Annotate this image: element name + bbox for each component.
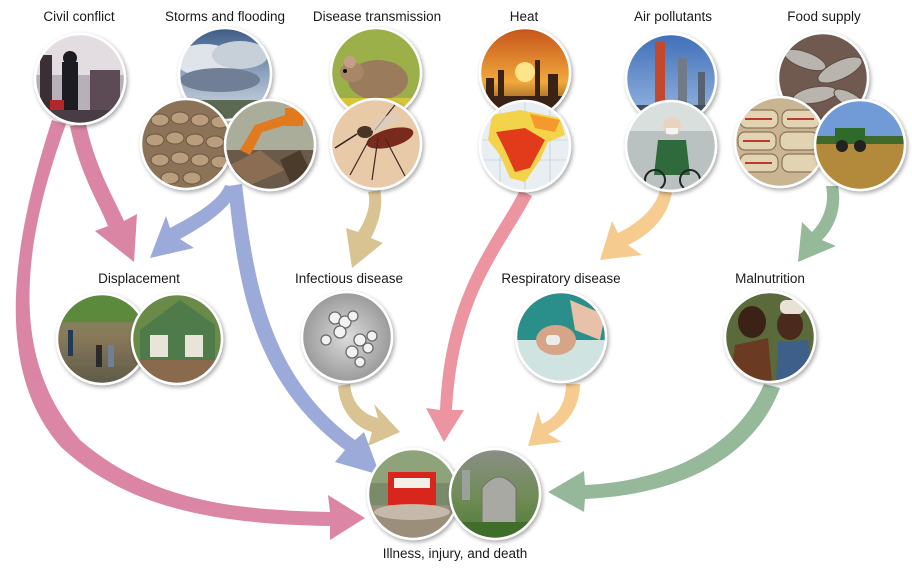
arrow-disease-to-infectious [346,190,383,268]
arrow-malnutrition-to-illness [548,384,780,512]
arrow-air-to-respiratory [600,190,672,260]
oxygen-patient-photo [514,290,608,384]
arrow-respiratory-to-illness [528,384,580,446]
heat-map-photo [478,99,572,193]
label-storms-and-flooding: Storms and flooding [164,9,286,24]
label-air-pollutants: Air pollutants [633,9,713,24]
arrow-civil-to-displacement [70,124,137,262]
damaged-house-photo [130,292,224,386]
malnourished-people-photo [723,290,817,384]
label-displacement: Displacement [98,271,180,286]
label-food-supply: Food supply [787,9,861,24]
arrow-storms-to-displacement [150,185,238,258]
label-malnutrition: Malnutrition [735,271,805,286]
microbe-cells-photo [300,290,394,384]
excavator-photo [223,98,317,192]
label-civil-conflict: Civil conflict [43,9,115,24]
gravestone-photo [448,447,542,541]
arrow-infectious-to-illness [338,384,400,446]
label-respiratory-disease: Respiratory disease [501,271,621,286]
mosquito-photo [329,97,423,191]
label-disease-transmission: Disease transmission [312,9,442,24]
arrow-heat-to-illness [426,190,532,442]
emergency-truck-photo [366,447,460,541]
farm-harvest-photo [813,98,907,192]
label-infectious-disease: Infectious disease [294,271,404,286]
arrow-storms-to-illness [228,184,380,475]
civil-conflict-photo [33,32,127,126]
fish-photo [776,31,870,125]
sandbags-photo [139,97,233,191]
arrow-food-to-malnutrition [798,186,840,262]
label-illness-injury-and-death: Illness, injury, and death [382,546,528,561]
arrow-civil-to-illness [15,120,366,540]
grain-sacks-photo [733,95,827,189]
cyclist-mask-photo [624,99,718,193]
arrows [15,120,840,540]
label-heat: Heat [509,9,539,24]
